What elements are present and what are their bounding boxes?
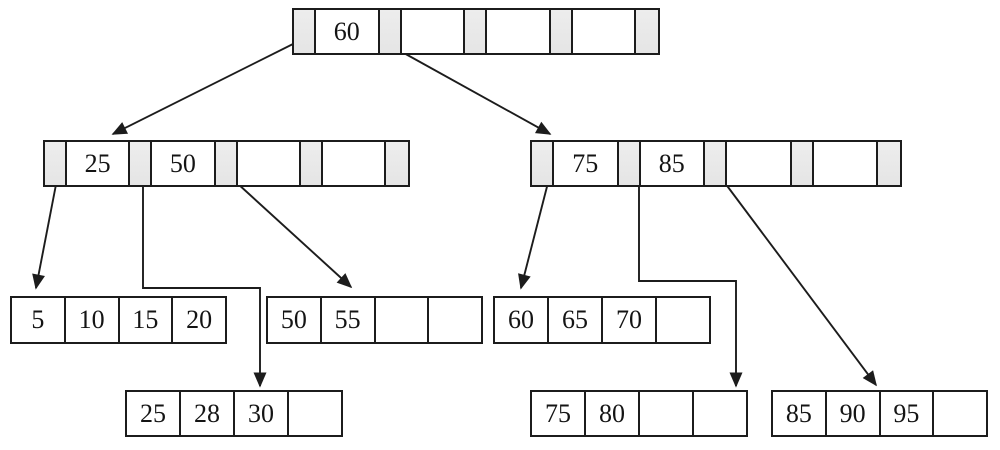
key-cell: 75	[554, 142, 619, 185]
key-cell	[237, 142, 301, 185]
edge-internal-right-to-leaf6	[715, 170, 877, 387]
key-cell	[813, 142, 878, 185]
leaf-cell	[376, 298, 430, 342]
edge-internal-right-to-leaf5	[638, 169, 743, 388]
leaf-cell: 90	[827, 392, 881, 435]
key-cell: 50	[152, 142, 216, 185]
leaf-cell: 30	[235, 392, 289, 435]
key-cell	[572, 10, 636, 53]
leaf-node-4: 25 28 30	[125, 390, 343, 437]
leaf-cell	[657, 298, 709, 342]
edge-root-to-internal-left	[111, 40, 300, 135]
pointer-cell	[294, 10, 316, 53]
leaf-cell: 20	[186, 305, 213, 334]
key-cell: 60	[316, 10, 380, 53]
leaf-cell: 65	[549, 298, 603, 342]
edge-internal-right-to-leaf3	[518, 170, 552, 290]
pointer-cell	[618, 142, 641, 185]
key-cell: 25	[67, 142, 131, 185]
leaf-cell	[289, 392, 341, 435]
leaf-cell: 70	[603, 298, 657, 342]
edge-root-to-internal-right	[383, 41, 552, 135]
pointer-cell	[386, 142, 408, 185]
pointer-cell	[550, 10, 573, 53]
leaf-cell: 5	[12, 298, 66, 342]
pointer-cell	[791, 142, 814, 185]
pointer-cell	[705, 142, 727, 185]
pointer-cell	[300, 142, 323, 185]
leaf-node-3: 60 65 70	[493, 296, 711, 344]
pointer-cell	[878, 142, 900, 185]
leaf-cell: 55	[322, 298, 376, 342]
key-cell	[487, 10, 551, 53]
leaf-cell: 85	[773, 392, 827, 435]
edge-internal-left-to-leaf4	[142, 169, 267, 388]
key-cell: 85	[640, 142, 705, 185]
leaf-cell	[934, 392, 986, 435]
leaf-cell: 10	[66, 298, 120, 342]
leaf-cell	[429, 298, 481, 342]
pointer-cell	[465, 10, 487, 53]
leaf-node-1: 5 10 15 20	[10, 296, 227, 344]
leaf-cell	[640, 392, 694, 435]
key-cell	[322, 142, 386, 185]
leaf-node-2: 50 55	[266, 296, 483, 344]
pointer-cell	[215, 142, 238, 185]
root-node: 60	[292, 8, 660, 55]
leaf-cell: 75	[532, 392, 586, 435]
leaf-cell: 60	[495, 298, 549, 342]
pointer-cell	[45, 142, 67, 185]
leaf-cell: 95	[881, 392, 935, 435]
pointer-cell	[532, 142, 554, 185]
pointer-cell	[636, 10, 658, 53]
leaf-cell	[694, 392, 746, 435]
leaf-cell: 15	[120, 298, 174, 342]
key-cell	[727, 142, 792, 185]
leaf-cell: 80	[586, 392, 640, 435]
leaf-cell: 25	[127, 392, 181, 435]
key-cell	[401, 10, 465, 53]
leaf-node-5: 75 80	[530, 390, 748, 437]
leaf-cell: 50	[268, 298, 322, 342]
internal-node-right: 75 85	[530, 140, 902, 187]
pointer-cell	[379, 10, 402, 53]
leaf-cell: 28	[181, 392, 235, 435]
pointer-cell	[130, 142, 153, 185]
edge-internal-left-to-leaf2	[225, 172, 353, 289]
internal-node-left: 25 50	[43, 140, 410, 187]
leaf-node-6: 85 90 95	[771, 390, 988, 437]
